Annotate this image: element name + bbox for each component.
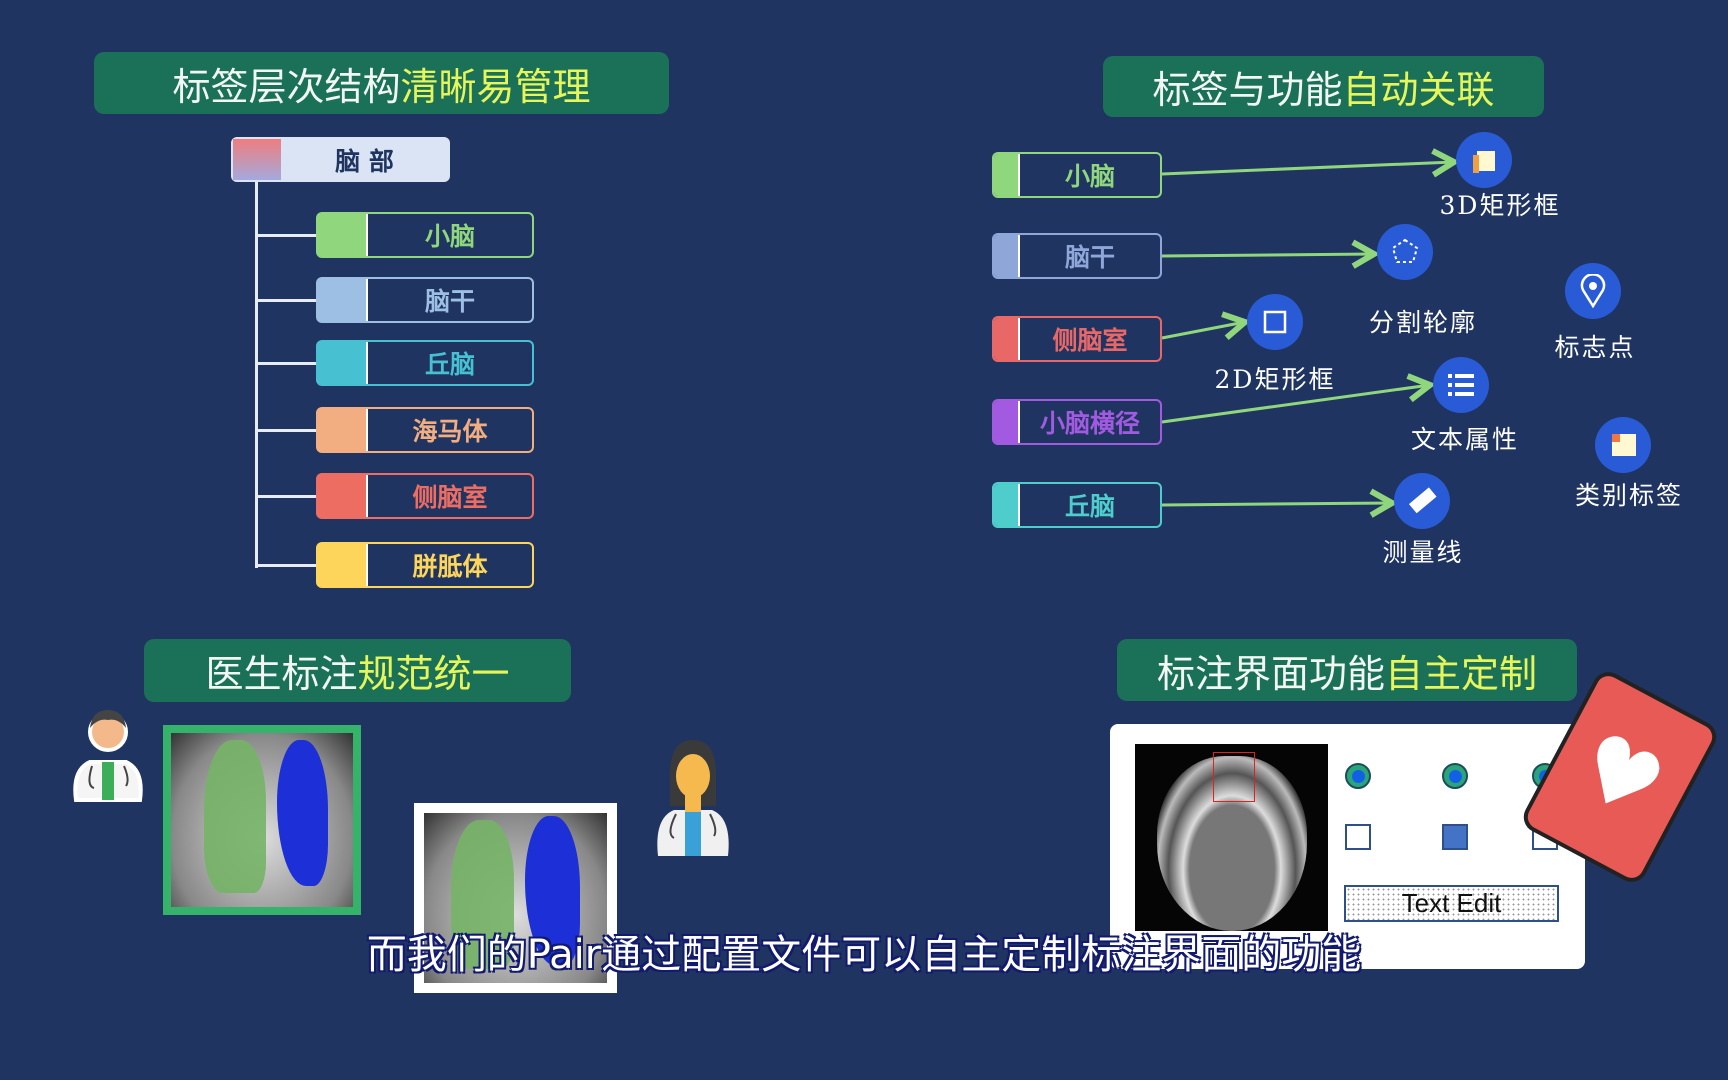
color-swatch [318,279,368,321]
color-swatch [318,544,368,586]
tree-child-node[interactable]: 海马体 [316,407,534,453]
color-swatch [994,154,1020,196]
list-icon[interactable] [1433,357,1489,413]
arrow [1161,503,1392,505]
function-label: 文本属性 [1410,425,1520,454]
tree-branch-line [256,234,318,237]
radio-button[interactable] [1345,763,1371,789]
category-icon[interactable] [1595,417,1651,473]
female-doctor-icon [657,740,729,856]
color-swatch [233,139,281,180]
ruler-icon[interactable] [1394,473,1450,529]
label-node[interactable]: 侧脑室 [992,316,1162,362]
xray-image-annotated-2[interactable] [414,803,617,993]
color-swatch [994,484,1020,526]
color-swatch [994,318,1020,360]
tree-branch-line [256,299,318,302]
tree-child-node[interactable]: 胼胝体 [316,542,534,588]
color-swatch [318,342,368,384]
hierarchy-title: 标签层次结构清晰易管理 [94,52,669,114]
tree-trunk-line [255,182,258,568]
function-label: 2D矩形框 [1214,365,1336,394]
radio-button[interactable] [1442,763,1468,789]
color-swatch [994,401,1020,443]
tree-child-node[interactable]: 小脑 [316,212,534,258]
function-label: 标志点 [1554,333,1636,362]
map-pin-icon[interactable] [1565,263,1621,319]
xray-image-annotated-1[interactable] [163,725,361,915]
arrow [1161,254,1374,256]
label-node[interactable]: 脑干 [992,233,1162,279]
cube-icon[interactable] [1456,132,1512,188]
tree-root-node[interactable]: 脑 部 [231,137,450,182]
male-doctor-icon [73,710,143,802]
tree-branch-line [256,495,318,498]
label-node[interactable]: 小脑横径 [992,399,1162,445]
video-subtitle: 而我们的Pair通过配置文件可以自主定制标注界面的功能 [366,931,1362,979]
customization-title: 标注界面功能自主定制 [1117,639,1577,701]
tree-child-node[interactable]: 丘脑 [316,340,534,386]
tree-branch-line [256,564,318,567]
label-node[interactable]: 丘脑 [992,482,1162,528]
ct-scan-image[interactable] [1135,744,1328,931]
bounding-box-icon[interactable] [1247,294,1303,350]
arrow [1161,162,1454,174]
arrow [1161,322,1245,338]
function-label: 3D矩形框 [1439,191,1561,220]
function-label: 分割轮廓 [1368,308,1478,337]
color-swatch [318,475,368,517]
tree-branch-line [256,429,318,432]
color-swatch [994,235,1020,277]
arrow [1161,385,1430,424]
function-label: 类别标签 [1574,481,1684,510]
tree-child-node[interactable]: 侧脑室 [316,473,534,519]
checkbox[interactable] [1345,824,1371,850]
tree-branch-line [256,362,318,365]
function-label: 测量线 [1382,538,1464,567]
checkbox-checked[interactable] [1442,824,1468,850]
label-node[interactable]: 小脑 [992,152,1162,198]
color-swatch [318,214,368,256]
polygon-icon[interactable] [1377,224,1433,280]
consistency-title: 医生标注规范统一 [144,639,571,702]
tree-child-node[interactable]: 脑干 [316,277,534,323]
text-edit-field[interactable]: Text Edit [1344,885,1559,922]
association-title: 标签与功能自动关联 [1103,56,1544,117]
color-swatch [318,409,368,451]
